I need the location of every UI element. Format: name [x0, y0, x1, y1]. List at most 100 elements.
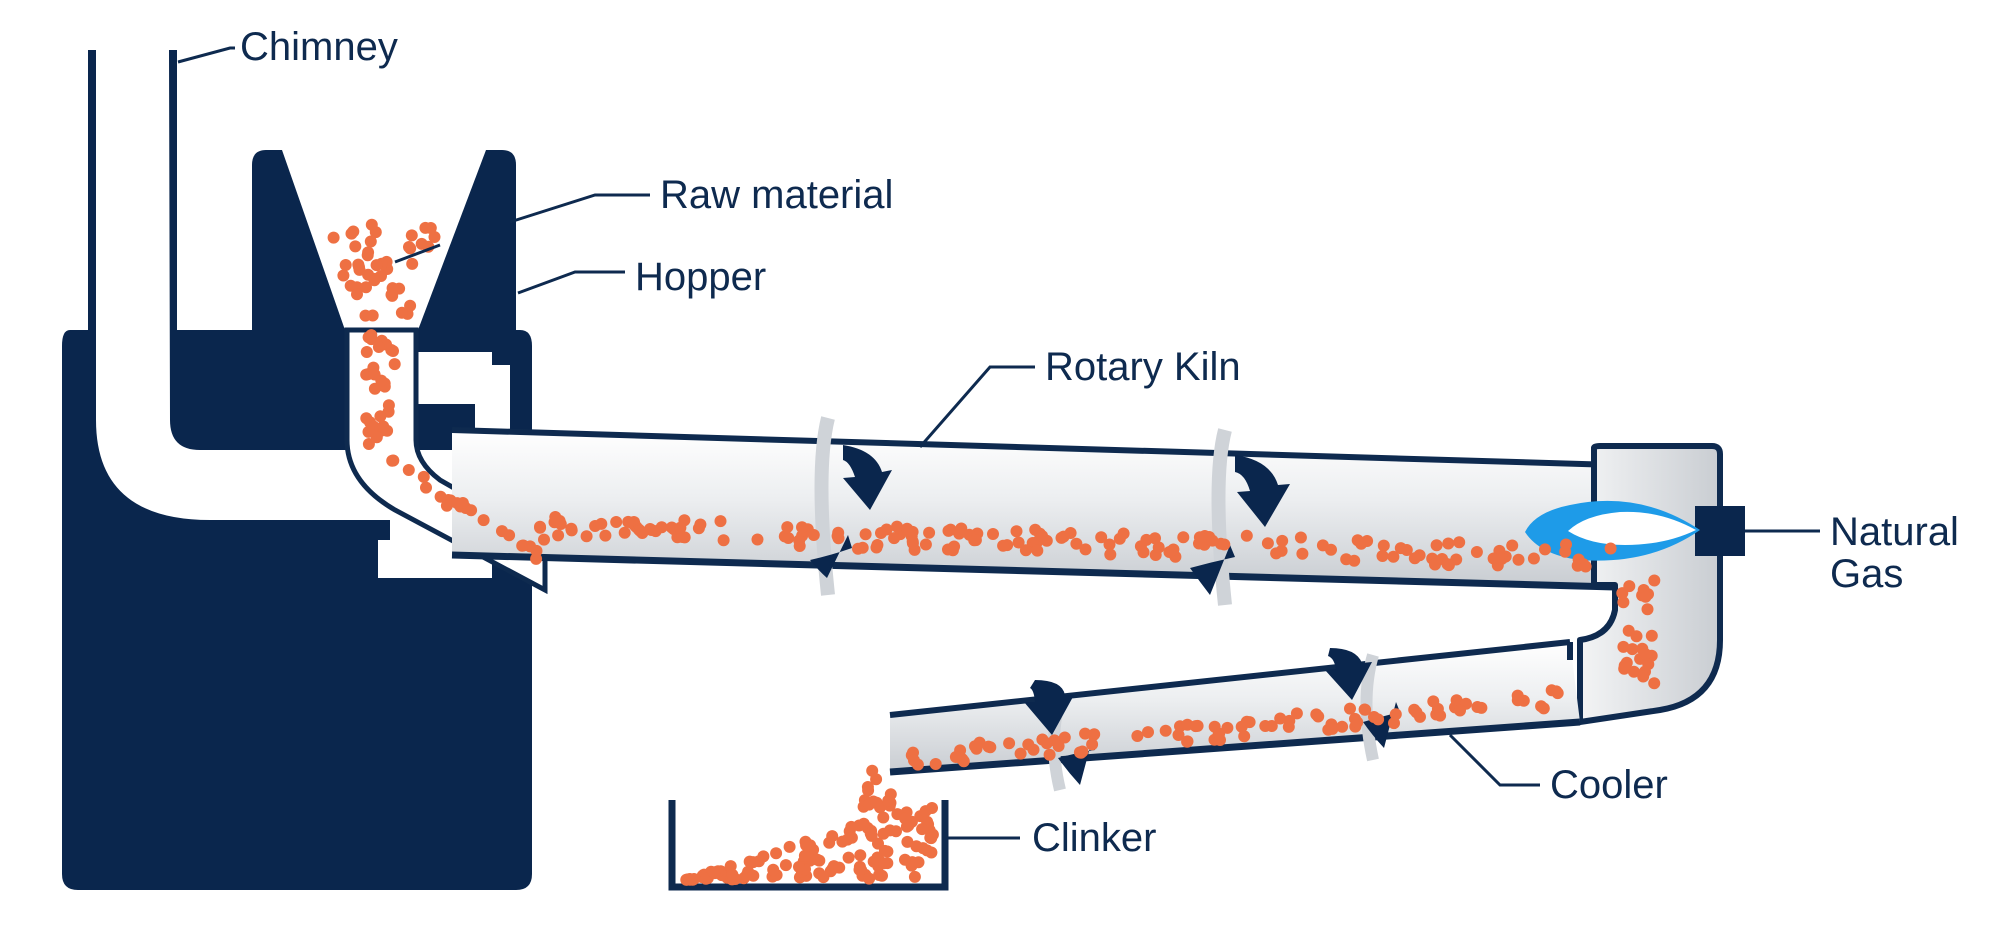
pellet	[783, 840, 796, 853]
pellet	[595, 517, 608, 530]
pellet	[1470, 546, 1483, 558]
pellet	[1527, 552, 1540, 565]
pellet	[900, 820, 913, 833]
pellet	[1453, 536, 1466, 549]
pellet	[1344, 702, 1356, 715]
pellet	[857, 817, 870, 830]
pellet	[417, 470, 430, 483]
pellet	[781, 521, 794, 534]
pellet	[823, 836, 836, 849]
hopper-label: Hopper	[635, 255, 766, 299]
pellet	[890, 825, 902, 838]
pellet	[1627, 665, 1640, 678]
pellet	[1240, 529, 1253, 542]
pellet	[717, 534, 730, 547]
pellet	[1604, 542, 1617, 555]
label-clinker: Clinker	[945, 816, 1156, 860]
pellet	[1579, 560, 1592, 573]
pellet	[1259, 720, 1272, 732]
pellet	[1181, 735, 1194, 748]
pellet	[405, 229, 418, 242]
clinker-label: Clinker	[1032, 816, 1156, 860]
pellet	[901, 522, 914, 535]
pellet	[1022, 738, 1035, 751]
pellet	[779, 859, 792, 872]
pellet	[393, 282, 406, 295]
pellet	[636, 527, 649, 539]
pellet	[349, 240, 362, 253]
pellet	[1372, 713, 1385, 726]
pellet	[757, 850, 770, 863]
pellet	[388, 358, 401, 371]
pellet	[1152, 541, 1165, 554]
pellet	[817, 871, 830, 884]
pellet	[1058, 731, 1071, 744]
pellet	[919, 538, 932, 551]
pellet	[997, 539, 1010, 552]
pellet	[878, 857, 890, 870]
pellet	[1454, 704, 1466, 717]
pellet	[870, 541, 883, 554]
pellet	[1560, 538, 1572, 551]
pellet	[345, 227, 358, 240]
pellet	[428, 231, 441, 243]
pellet	[1496, 552, 1508, 565]
pellet	[1117, 527, 1130, 540]
label-chimney: Chimney	[177, 25, 398, 69]
pellet	[1055, 531, 1068, 544]
pellet	[925, 832, 938, 845]
pellet	[465, 504, 478, 517]
pellet	[534, 520, 546, 533]
pellet	[751, 533, 764, 546]
pellet	[1012, 536, 1025, 549]
pellet	[882, 794, 895, 807]
pellet	[1064, 527, 1077, 539]
rotation-arrow-icon	[1058, 740, 1095, 785]
pellet	[1351, 716, 1364, 729]
pellet	[1181, 718, 1194, 731]
rotation-arrow-icon	[843, 445, 892, 510]
pellet	[496, 525, 508, 538]
pellet	[1336, 720, 1349, 733]
pellet	[859, 528, 872, 541]
pellet	[1471, 701, 1484, 713]
pellet	[1648, 574, 1661, 587]
pellet	[368, 382, 381, 395]
pellet	[1019, 544, 1032, 557]
pellet	[362, 425, 375, 438]
pellet	[1274, 712, 1287, 725]
pellet	[674, 521, 687, 534]
chimney-structure	[62, 50, 532, 890]
pellet	[538, 533, 550, 546]
pellet	[368, 368, 381, 381]
pellet	[694, 518, 707, 531]
burner-housing	[1577, 443, 1745, 725]
pellet	[1131, 730, 1144, 742]
rotation-arrow-icon	[1363, 702, 1400, 748]
pellet	[565, 524, 578, 537]
pellet	[360, 281, 372, 294]
pellet	[949, 751, 962, 763]
natural-gas-label-line2: Gas	[1830, 552, 1903, 596]
pellet	[842, 851, 855, 864]
pellet	[337, 269, 350, 282]
pellet	[1142, 726, 1154, 739]
pellet	[1410, 706, 1423, 719]
pellet	[1617, 640, 1630, 653]
pellet	[1177, 531, 1190, 544]
pellet	[875, 527, 887, 539]
pellet	[1441, 558, 1454, 571]
pellet	[434, 490, 447, 503]
gas-nozzle	[1695, 506, 1745, 556]
pellet	[424, 222, 437, 234]
pellet	[404, 299, 417, 312]
pellet	[688, 873, 700, 885]
pellet	[1626, 643, 1639, 656]
pellet	[948, 540, 961, 553]
pellet	[622, 515, 635, 528]
pellet	[1545, 684, 1558, 697]
pellet	[360, 346, 373, 358]
pellet	[726, 868, 739, 881]
pellet	[925, 846, 938, 859]
